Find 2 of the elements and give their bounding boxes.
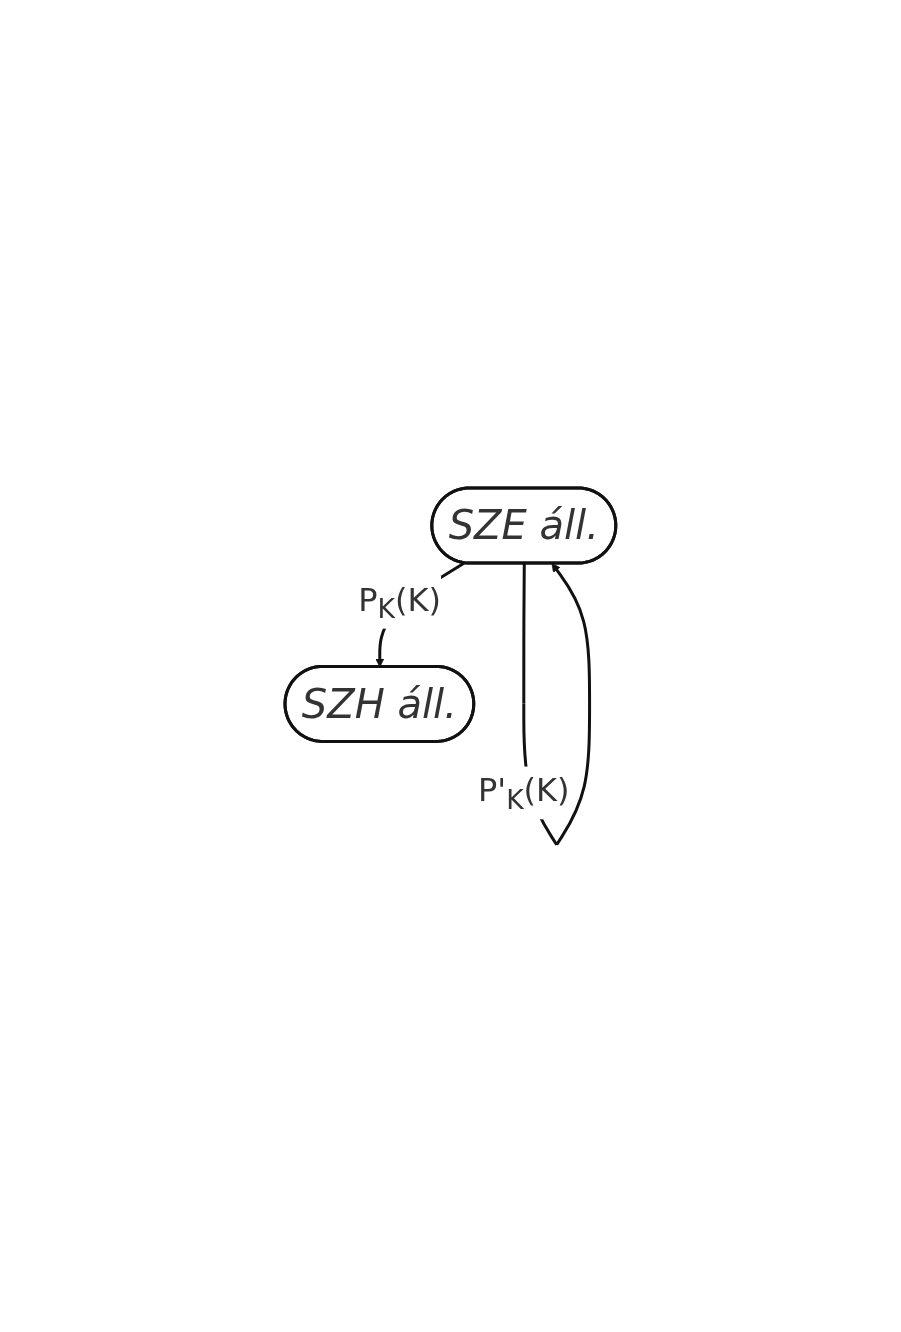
edge-label: P'$_{K}$(K) [478,770,570,815]
edge-label: P$_{K}$(K) [358,580,442,624]
